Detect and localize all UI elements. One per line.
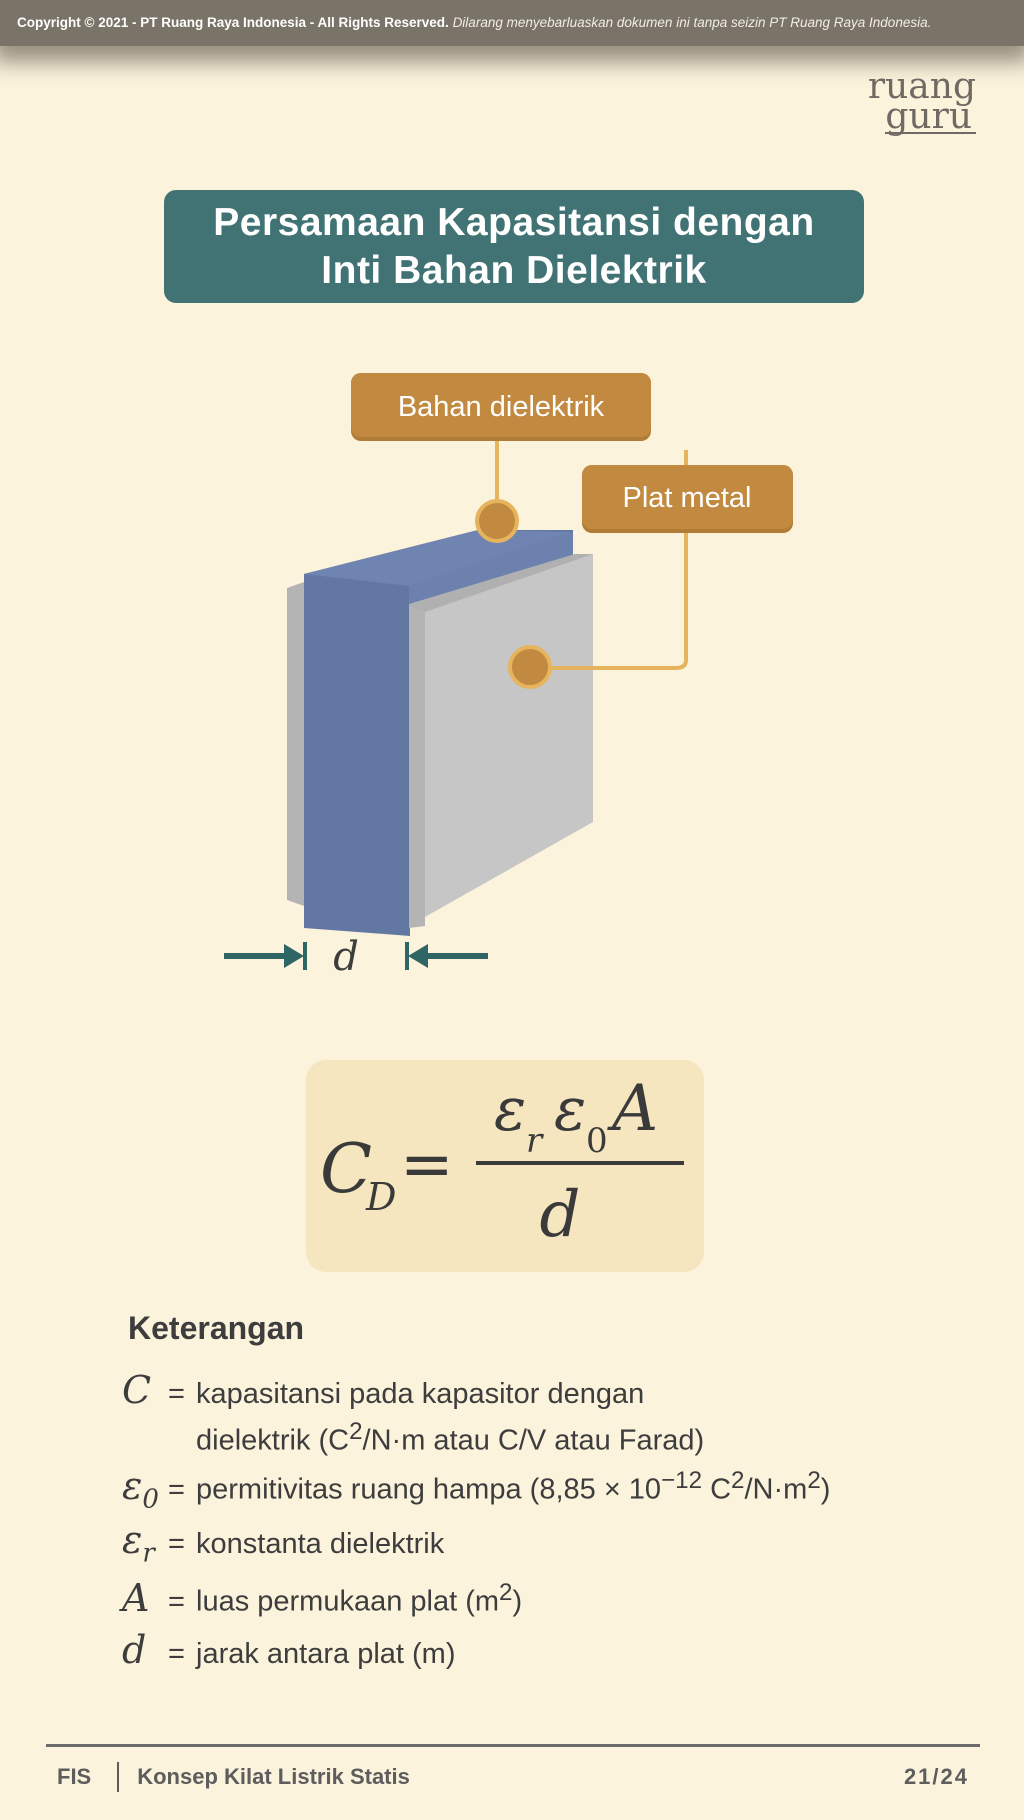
legend-symbol-epsilonr: εr [122,1518,168,1569]
legend-desc-c-line2: dielektrik (C [196,1424,350,1457]
legend-desc-a: luas permukaan plat (m2) [196,1574,522,1621]
capacitor-diagram: Bahan dielektrik Plat metal d [224,373,793,980]
formula-epsilon-0: ε [554,1075,586,1145]
legend-desc-epsilon0-unit: C [702,1473,732,1506]
legend-desc-c-line2-end: /N·m atau C/V atau Farad) [362,1424,705,1457]
distance-arrow-left [224,942,307,970]
capacitance-formula: C D = ε r ε 0 A d [320,1072,684,1252]
title-line2: Inti Bahan Dielektrik [321,248,707,292]
legend-desc-epsilon0-sup3: 2 [807,1467,821,1494]
plate-connector [530,450,688,670]
legend-symbol-epsilonr-sub: r [142,1538,155,1569]
formula-lhs: C [320,1130,372,1209]
legend-equals: = [168,1473,185,1506]
footer-separator [117,1762,120,1792]
legend-desc-c: kapasitansi pada kapasitor dengan dielek… [196,1375,704,1460]
title-line1: Persamaan Kapasitansi dengan [213,200,815,244]
legend-row-a: A = luas permukaan plat (m2) [122,1574,522,1621]
legend-desc-epsilon0: permitivitas ruang hampa (8,85 × 10−12 C… [196,1462,830,1509]
formula-epsilon-0-sub: 0 [586,1121,608,1161]
formula-epsilon-r-sub: r [526,1121,544,1161]
legend-symbol-epsilon0: ε0 [122,1464,168,1515]
formula-box: C D = ε r ε 0 A d [306,1060,704,1272]
legend-desc-epsilonr: konstanta dielektrik [196,1528,445,1560]
footer: FIS Konsep Kilat Listrik Statis 21/24 [57,1762,969,1792]
right-metal-plate [409,554,593,928]
legend-desc-c-line1: kapasitansi pada kapasitor dengan [196,1378,645,1410]
legend-equals: = [168,1638,185,1670]
formula-epsilon-r: ε [494,1075,526,1145]
legend-symbol-d: d [122,1628,147,1672]
legend-symbol-epsilon0-sub: 0 [142,1484,159,1515]
legend-desc-epsilon0-end: ) [820,1473,831,1506]
ruangguru-logo: ruang guru [867,66,976,135]
legend-equals: = [168,1585,185,1618]
legend-desc-d: jarak antara plat (m) [196,1638,456,1670]
legend-row-c: C = kapasitansi pada kapasitor dengan di… [122,1368,704,1460]
legend-row-epsilon0: ε0 = permitivitas ruang hampa (8,85 × 10… [122,1462,830,1515]
footer-topic: Konsep Kilat Listrik Statis [137,1764,410,1789]
legend-title: Keterangan [128,1310,305,1346]
legend-desc-c-sup: 2 [349,1418,363,1445]
legend-row-epsilonr: εr = konstanta dielektrik [122,1518,444,1569]
logo-line2: guru [885,99,976,135]
legend-desc-epsilon0-unit2: /N·m [744,1473,808,1506]
legend-symbol-epsilonr-main: ε [122,1518,143,1562]
copyright-text: Copyright © 2021 - PT Ruang Raya Indones… [17,15,449,30]
legend-desc-a-sup: 2 [499,1579,513,1606]
legend-equals: = [168,1528,185,1560]
label-plate: Plat metal [582,465,793,533]
dielectric-marker-dot [475,499,519,543]
formula-lhs-sub: D [365,1175,396,1219]
footer-subject: FIS [57,1764,92,1789]
distance-arrow-right [405,942,488,970]
label-plate-text: Plat metal [623,482,752,514]
footer-divider [46,1744,980,1747]
formula-equals: = [400,1128,454,1202]
legend-desc-epsilon0-sup2: 2 [731,1467,745,1494]
legend-desc-epsilon0-exp: −12 [661,1467,703,1494]
label-dielectric: Bahan dielektrik [351,373,651,441]
legend-desc-a-end: ) [512,1585,523,1618]
legend-desc-epsilon0-text: permitivitas ruang hampa (8,85 × 10 [196,1473,662,1506]
copyright-note: Dilarang menyebarluaskan dokumen ini tan… [452,15,932,30]
left-metal-plate [287,582,304,906]
legend-desc-a-text: luas permukaan plat (m [196,1585,500,1618]
distance-label: d [333,934,359,980]
formula-denominator: d [540,1178,581,1252]
logo-line1: ruang [867,66,976,107]
copyright-bar: Copyright © 2021 - PT Ruang Raya Indones… [0,0,1024,46]
legend-symbol-epsilon0-main: ε [122,1463,143,1508]
formula-area: A [607,1072,658,1146]
legend-row-d: d = jarak antara plat (m) [122,1628,456,1673]
page-title: Persamaan Kapasitansi dengan Inti Bahan … [164,190,864,303]
plate-marker-dot [508,645,552,689]
footer-page-number: 21/24 [903,1764,969,1789]
legend-equals: = [168,1378,185,1410]
legend-symbol-c: C [122,1368,152,1412]
legend-symbol-a: A [122,1575,150,1620]
label-dielectric-text: Bahan dielektrik [398,391,605,423]
